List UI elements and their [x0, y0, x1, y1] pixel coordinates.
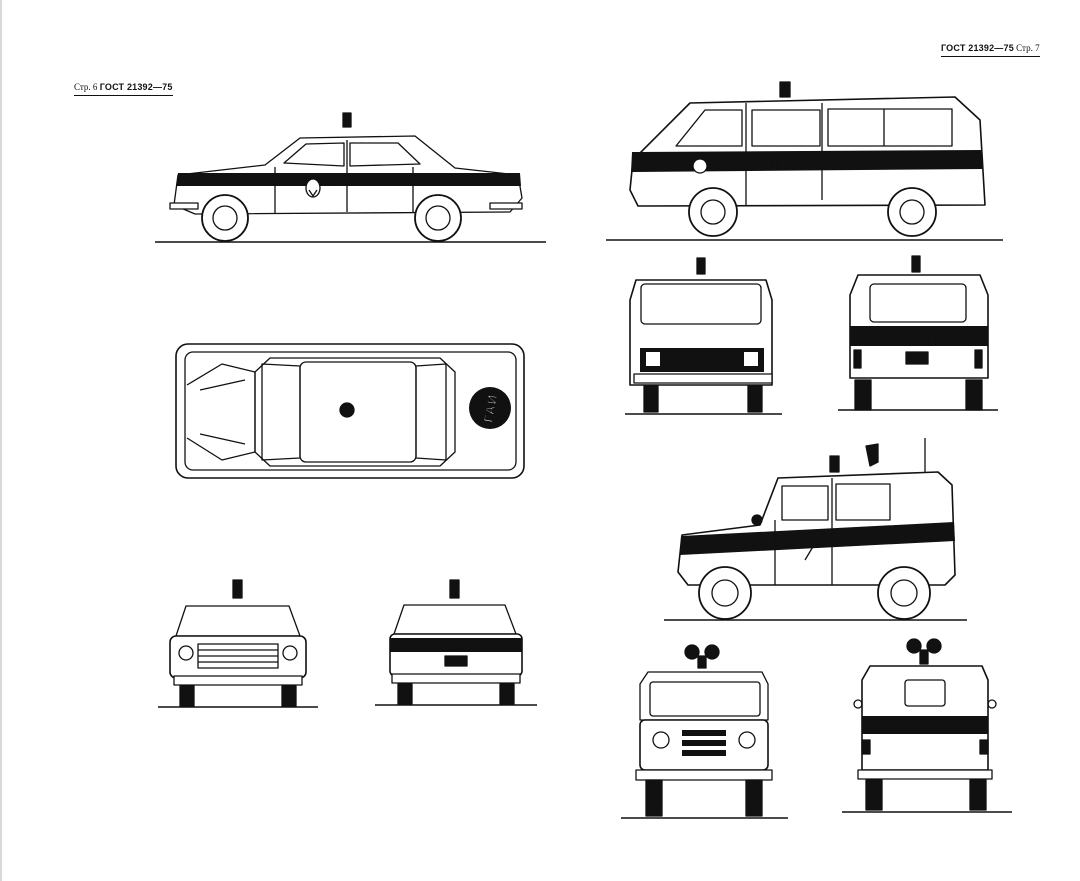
- sedan-top-beacon: [339, 402, 355, 418]
- jeep-loudspeaker: [865, 443, 879, 467]
- van-rear-label: МИЛИЦИЯ: [894, 333, 944, 342]
- jeep-rear-view: МИЛИЦИЯ: [842, 638, 1012, 813]
- sedan-emblem: [305, 178, 321, 198]
- left-page-header: Стр. 6 ГОСТ 21392—75: [74, 82, 173, 96]
- van-rear-view: МИЛИЦИЯ: [838, 255, 998, 411]
- right-standard-code: ГОСТ 21392—75: [941, 43, 1014, 53]
- jeep-front-view: [621, 644, 788, 819]
- sedan-roof-beacon: [342, 112, 352, 128]
- van-rear-wheel: [887, 187, 937, 237]
- right-page-number: Стр. 7: [1016, 43, 1040, 53]
- right-page-header: ГОСТ 21392—75 Стр. 7: [941, 43, 1040, 57]
- jeep-rear-wheel: [877, 566, 931, 620]
- jeep-side-label: МИЛИЦИЯ: [785, 542, 824, 548]
- van-front-beacon: [696, 257, 706, 275]
- jeep-front-beacon-right: [704, 644, 720, 660]
- jeep-rear-stripe: [862, 716, 988, 734]
- van-front-view: [625, 257, 782, 415]
- sedan-side-label: МИЛИЦИЯ: [300, 178, 344, 185]
- jeep-rear-label: МИЛИЦИЯ: [905, 725, 944, 731]
- jeep-side-view: МИЛИЦИЯ: [664, 438, 967, 621]
- sedan-top-view: ГАИ: [175, 343, 525, 479]
- van-side-label: МИЛИЦИЯ: [759, 157, 809, 166]
- van-roof-beacon: [779, 81, 791, 98]
- jeep-rear-beacon-left: [906, 638, 922, 654]
- van-rear-stripe: [850, 326, 988, 346]
- sedan-side-view: МИЛИЦИЯ: [155, 112, 546, 243]
- page-edge: [0, 0, 2, 881]
- sedan-rear-view: МИЛИЦИЯ: [375, 579, 537, 706]
- left-standard-code: ГОСТ 21392—75: [99, 82, 173, 92]
- jeep-front-beacon-left: [684, 644, 700, 660]
- sedan-front-beacon: [232, 579, 243, 599]
- sedan-front-view: [158, 579, 318, 708]
- sedan-rear-stripe: [390, 638, 522, 652]
- van-side-view: МИЛИЦИЯ: [606, 81, 1003, 241]
- van-side-stripe: [631, 150, 983, 172]
- jeep-front-wheel: [698, 566, 752, 620]
- van-front-wheel: [688, 187, 738, 237]
- sedan-rear-wheel: [414, 194, 462, 242]
- left-page-number: Стр. 6: [74, 82, 98, 92]
- jeep-roof-beacon: [829, 455, 840, 473]
- sedan-rear-beacon: [449, 579, 460, 599]
- jeep-rear-beacon-right: [926, 638, 942, 654]
- gai-roof-label: ГАИ: [481, 393, 501, 424]
- gai-roof-badge: [469, 387, 511, 429]
- sedan-rear-label: МИЛИЦИЯ: [436, 645, 475, 651]
- sedan-stripe: [176, 173, 521, 186]
- van-rear-beacon: [911, 255, 921, 273]
- sedan-front-wheel: [201, 194, 249, 242]
